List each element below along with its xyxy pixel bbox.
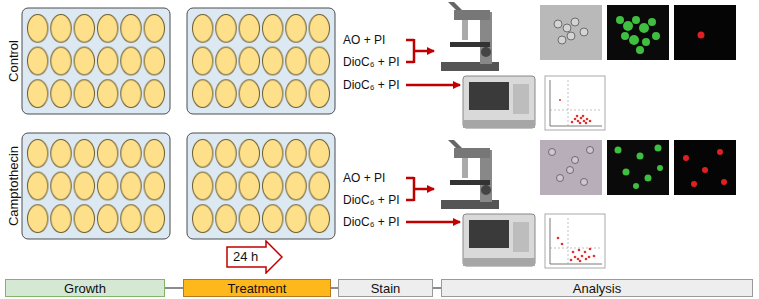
node-text: Treatment: [228, 281, 287, 296]
timeline-connector: [433, 287, 441, 289]
micrograph: [674, 140, 736, 195]
condition-label: Control: [6, 40, 21, 82]
well-plate: [187, 133, 335, 239]
node-text: Stain: [371, 281, 401, 296]
well-plate: [22, 133, 170, 239]
scatter-plot: [545, 214, 605, 268]
timeline-stage: Treatment: [183, 279, 331, 297]
cytometer-icon: [463, 76, 535, 128]
stain-label: DioC₆ + PI: [343, 215, 400, 230]
timeline-connector: [165, 287, 183, 289]
scatter-plot: [545, 76, 605, 130]
stain-label: DioC₆ + PI: [343, 78, 400, 93]
timeline-connector: [331, 287, 338, 289]
timeline-stage: Analysis: [441, 279, 753, 297]
node-text: 24 h: [226, 240, 283, 274]
micrograph: [607, 140, 669, 195]
condition-label: Camptothecin: [6, 146, 21, 226]
arrow-shape: [227, 241, 282, 273]
micrograph: [540, 140, 602, 195]
micrograph: [607, 5, 669, 60]
micrograph: [540, 5, 602, 60]
timeline-stage: Stain: [338, 279, 433, 297]
timeline-stage: Growth: [5, 279, 165, 297]
well-plate: [22, 8, 170, 114]
stain-label: AO + PI: [343, 171, 385, 186]
micrograph: [674, 5, 736, 60]
stain-label: DioC₆ + PI: [343, 193, 400, 208]
well-plate: [187, 8, 335, 114]
microscope-icon: [441, 2, 499, 71]
node-text: Growth: [64, 281, 106, 296]
microscope-icon: [441, 140, 499, 209]
duration-arrow: 24 h: [226, 240, 283, 274]
cytometer-icon: [463, 214, 535, 266]
stain-label: AO + PI: [343, 33, 385, 48]
node-text: Analysis: [573, 281, 621, 296]
stain-label: DioC₆ + PI: [343, 55, 400, 70]
